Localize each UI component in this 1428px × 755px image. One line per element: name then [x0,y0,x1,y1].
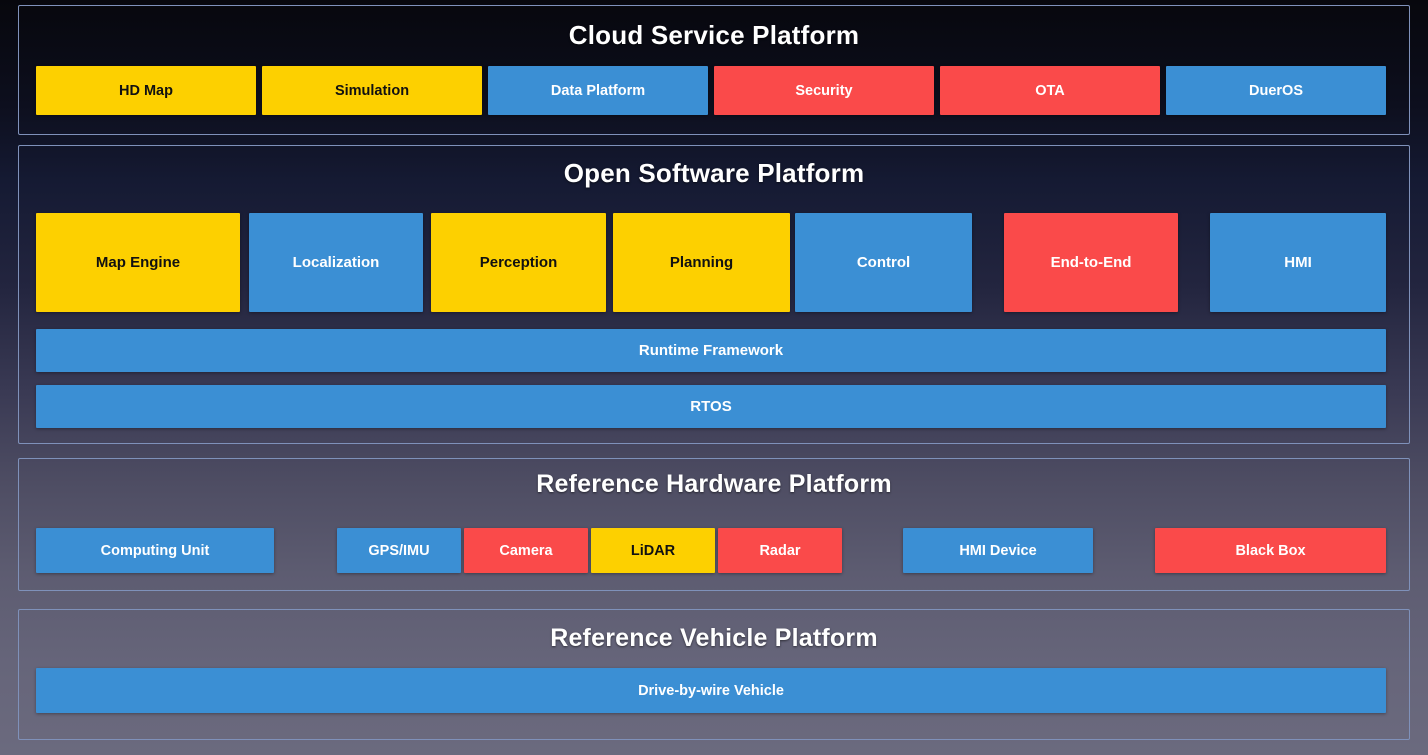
block-label: Simulation [334,82,410,99]
block-lidar[interactable]: LiDAR [591,528,715,573]
block-gps-imu[interactable]: GPS/IMU [337,528,461,573]
block-dueros[interactable]: DuerOS [1166,66,1386,115]
layer-cloud-service-platform [18,5,1410,135]
block-label: GPS/IMU [368,542,430,559]
block-hmi-device[interactable]: HMI Device [903,528,1093,573]
block-label: Radar [759,542,801,559]
block-security[interactable]: Security [714,66,934,115]
block-label: Computing Unit [100,542,210,559]
bar-drive-by-wire-vehicle[interactable]: Drive-by-wire Vehicle [36,668,1386,713]
bar-label: RTOS [690,398,732,415]
layer-title-open-software-platform: Open Software Platform [563,158,865,188]
block-label: HMI [1284,254,1312,271]
block-label: Perception [479,254,558,271]
block-label: End-to-End [1050,254,1132,271]
block-label: HMI Device [959,542,1037,559]
block-simulation[interactable]: Simulation [262,66,482,115]
block-label: Black Box [1235,542,1306,559]
block-hmi[interactable]: HMI [1210,213,1386,312]
layer-title-reference-hardware-platform: Reference Hardware Platform [536,470,892,498]
block-label: Localization [292,254,380,271]
block-label: HD Map [119,82,173,99]
block-localization[interactable]: Localization [249,213,423,312]
block-black-box[interactable]: Black Box [1155,528,1386,573]
block-computing-unit[interactable]: Computing Unit [36,528,274,573]
block-planning[interactable]: Planning [613,213,790,312]
bar-label: Drive-by-wire Vehicle [638,682,784,699]
block-perception[interactable]: Perception [431,213,606,312]
bar-label: Runtime Framework [638,342,784,359]
bar-rtos[interactable]: RTOS [36,385,1386,428]
layer-open-software-platform [18,145,1410,444]
block-label: OTA [1035,82,1065,99]
block-ota[interactable]: OTA [940,66,1160,115]
block-radar[interactable]: Radar [718,528,842,573]
layer-title-cloud-service-platform: Cloud Service Platform [568,20,860,50]
block-label: Planning [669,254,734,271]
block-label: Control [856,254,911,271]
block-hd-map[interactable]: HD Map [36,66,256,115]
block-label: Data Platform [550,82,646,99]
layer-title-reference-vehicle-platform: Reference Vehicle Platform [550,624,878,652]
block-map-engine[interactable]: Map Engine [36,213,240,312]
layer-reference-vehicle-platform [18,609,1410,740]
block-label: LiDAR [630,542,676,559]
bar-runtime-framework[interactable]: Runtime Framework [36,329,1386,372]
layer-reference-hardware-platform [18,458,1410,591]
block-label: DuerOS [1249,82,1303,99]
block-data-platform[interactable]: Data Platform [488,66,708,115]
block-control[interactable]: Control [795,213,972,312]
block-camera[interactable]: Camera [464,528,588,573]
block-label: Security [795,82,853,99]
block-end-to-end[interactable]: End-to-End [1004,213,1178,312]
block-label: Camera [499,542,553,559]
block-label: Map Engine [95,254,181,271]
